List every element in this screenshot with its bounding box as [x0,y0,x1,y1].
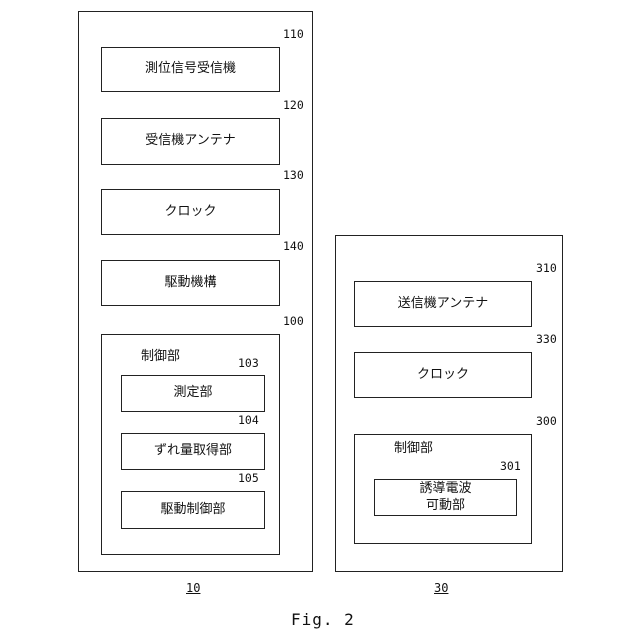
sub-block-label-line1: 誘導電波 [419,481,471,497]
block-receiver-antenna: 受信機アンテナ [101,118,280,165]
block-drive-mechanism: 駆動機構 [101,260,280,306]
sub-block-guided-wave-movable: 誘導電波 可動部 [374,479,517,516]
ref-104: 104 [238,413,259,427]
block-label: 測位信号受信機 [145,61,236,77]
sub-block-offset-acquisition: ずれ量取得部 [121,433,265,470]
ref-140: 140 [283,239,304,253]
block-label: 駆動機構 [164,275,216,291]
sub-block-label: ずれ量取得部 [154,443,232,459]
ref-300: 300 [536,414,557,428]
controller-label: 制御部 [394,437,433,456]
device-caption-10: 10 [186,581,200,595]
block-label: 送信機アンテナ [398,296,488,312]
sub-block-drive-control: 駆動制御部 [121,491,265,529]
ref-301: 301 [500,459,521,473]
sub-block-label: 駆動制御部 [160,502,225,518]
figure-label: Fig. 2 [291,610,355,629]
ref-103: 103 [238,356,259,370]
ref-120: 120 [283,98,304,112]
ref-110: 110 [283,27,304,41]
block-clock-left: クロック [101,189,280,235]
block-clock-right: クロック [354,352,532,398]
block-positioning-receiver: 測位信号受信機 [101,47,280,92]
ref-100: 100 [283,314,304,328]
controller-label: 制御部 [141,345,180,364]
ref-130: 130 [283,168,304,182]
block-transmitter-antenna: 送信機アンテナ [354,281,532,327]
ref-330: 330 [536,332,557,346]
sub-block-label: 測定部 [173,385,212,401]
ref-310: 310 [536,261,557,275]
sub-block-measurement: 測定部 [121,375,265,412]
ref-105: 105 [238,471,259,485]
block-label: クロック [164,204,216,220]
block-label: クロック [417,367,469,383]
device-caption-30: 30 [434,581,448,595]
block-label: 受信機アンテナ [145,133,235,149]
sub-block-label-line2: 可動部 [419,498,471,514]
